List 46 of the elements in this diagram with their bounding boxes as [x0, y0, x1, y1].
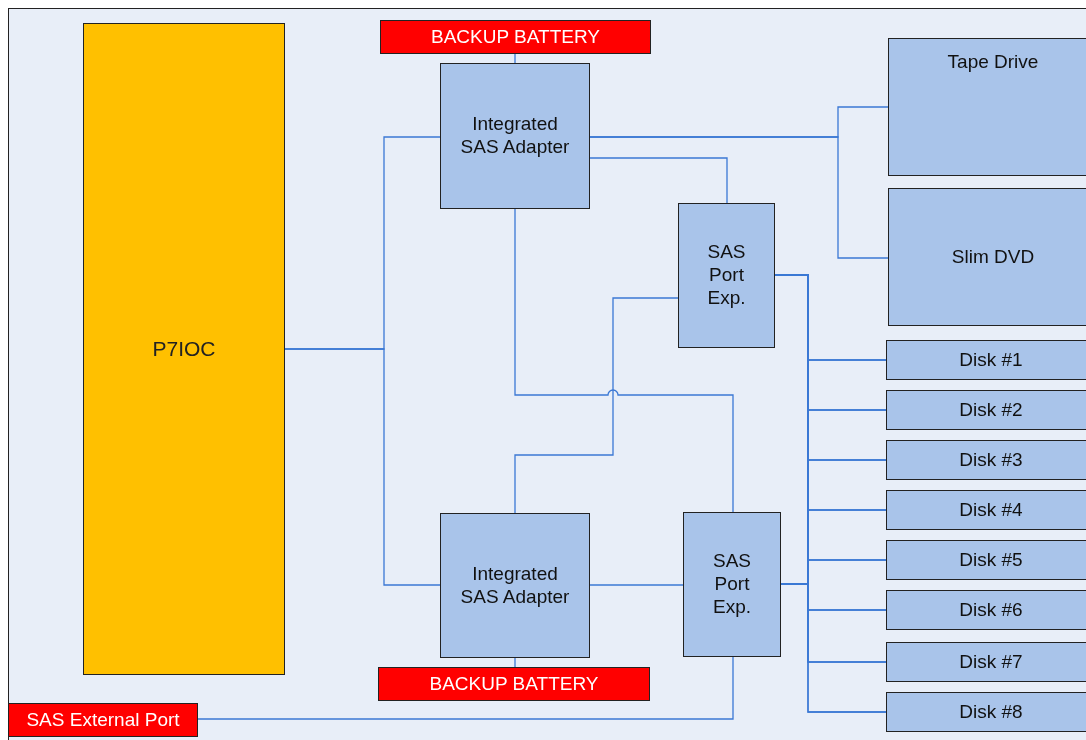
node-label: Integrated SAS Adapter [459, 113, 571, 159]
component-label-bar [8, 703, 198, 737]
node-label: BACKUP BATTERY [429, 672, 599, 696]
node-label: Slim DVD [951, 245, 1035, 269]
component-box [886, 440, 1086, 480]
node-label: Disk #8 [959, 700, 1023, 724]
component-label-bar [380, 20, 651, 54]
component-box [683, 512, 781, 657]
component-box [886, 490, 1086, 530]
component-box [886, 590, 1086, 630]
connector-line [514, 208, 734, 513]
connector-line [284, 348, 441, 586]
node-label: P7IOC [152, 336, 216, 362]
node-label: SAS Port Exp. [706, 241, 747, 310]
component-label-bar [378, 667, 650, 701]
component-box [440, 63, 590, 209]
node-label: SAS External Port [26, 708, 180, 732]
node-label: Tape Drive [947, 51, 1039, 74]
connector-line [589, 136, 889, 259]
node-label: SAS Port Exp. [712, 550, 752, 619]
component-box [886, 390, 1086, 430]
connector-line [589, 157, 728, 204]
node-label: BACKUP BATTERY [431, 25, 600, 49]
node-label: Disk #2 [959, 398, 1023, 422]
connector-line [589, 584, 684, 586]
processor-box [83, 23, 285, 675]
node-label: Disk #4 [959, 498, 1023, 522]
component-box [888, 38, 1086, 176]
node-label: Disk #3 [959, 448, 1023, 472]
component-box [440, 513, 590, 658]
node-label: Disk #7 [959, 650, 1023, 674]
connector-line [514, 53, 516, 64]
connector-line [514, 297, 679, 514]
component-box [886, 540, 1086, 580]
component-box [886, 692, 1086, 732]
component-box [678, 203, 775, 348]
node-label: Disk #5 [959, 548, 1023, 572]
component-box [886, 642, 1086, 682]
connector-line [197, 656, 734, 720]
node-label: Disk #6 [959, 598, 1023, 622]
node-label: Disk #1 [959, 348, 1023, 372]
node-label: Integrated SAS Adapter [459, 562, 571, 609]
connector-line [780, 583, 887, 713]
component-box [888, 188, 1086, 326]
component-box [886, 340, 1086, 380]
connector-line [514, 657, 516, 668]
